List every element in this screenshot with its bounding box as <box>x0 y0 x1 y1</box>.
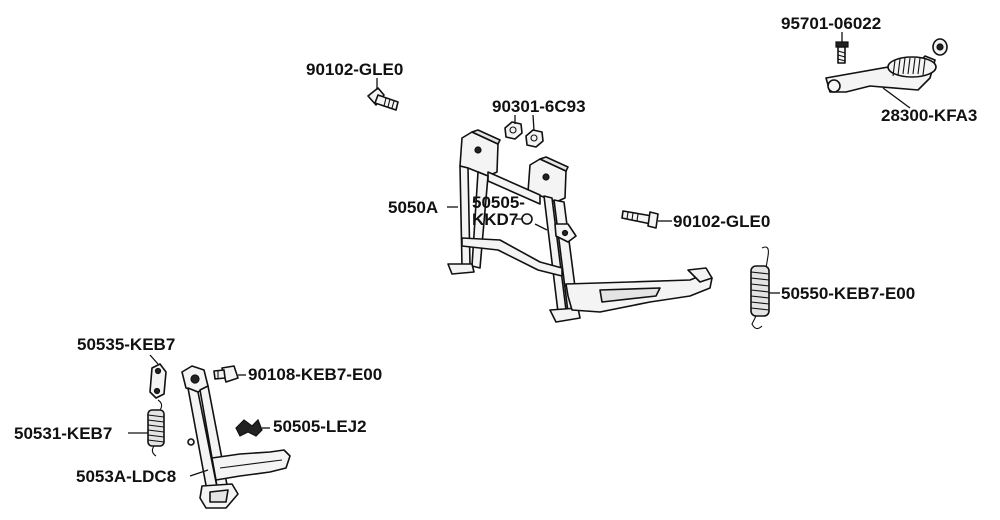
bolt-90108 <box>213 365 239 383</box>
part-label-50550-keb7-e00: 50550-KEB7-E00 <box>781 284 916 303</box>
part-label-50505-line1: 50505- <box>472 193 525 212</box>
part-label-90301-6c93: 90301-6C93 <box>492 97 586 116</box>
part-label-28300-kfa3: 28300-KFA3 <box>881 106 978 125</box>
part-label-50505-lej2: 50505-LEJ2 <box>273 417 367 436</box>
spring-50531 <box>147 399 165 457</box>
nut-90301-a <box>504 121 523 140</box>
clip-50505-lej2 <box>235 418 263 437</box>
bolt-95701 <box>835 41 849 64</box>
part-label-95701-06022: 95701-06022 <box>781 14 882 33</box>
part-label-5050a: 5050A <box>388 198 439 217</box>
part-label-kkd7-line2: KKD7 <box>472 210 519 229</box>
part-label-90102-gle0-mid: 90102-GLE0 <box>673 212 771 231</box>
spring-50550 <box>750 246 770 330</box>
nut-90301-b <box>525 129 544 148</box>
bolt-90102-mid <box>621 210 659 229</box>
part-label-90108-keb7-e00: 90108-KEB7-E00 <box>248 365 383 384</box>
part-label-50531-keb7: 50531-KEB7 <box>14 424 113 443</box>
spring-plate-50535 <box>149 363 167 399</box>
part-label-90102-gle0-top: 90102-GLE0 <box>306 60 404 79</box>
side-stand <box>181 365 291 509</box>
bolt-90102-top <box>367 87 399 111</box>
part-label-50535-keb7: 50535-KEB7 <box>77 335 176 354</box>
washer-50505-kkd7 <box>521 213 533 225</box>
main-stand <box>447 129 713 323</box>
part-label-5053a-ldc8: 5053A-LDC8 <box>76 467 177 486</box>
kick-pedal-arm <box>825 38 948 93</box>
